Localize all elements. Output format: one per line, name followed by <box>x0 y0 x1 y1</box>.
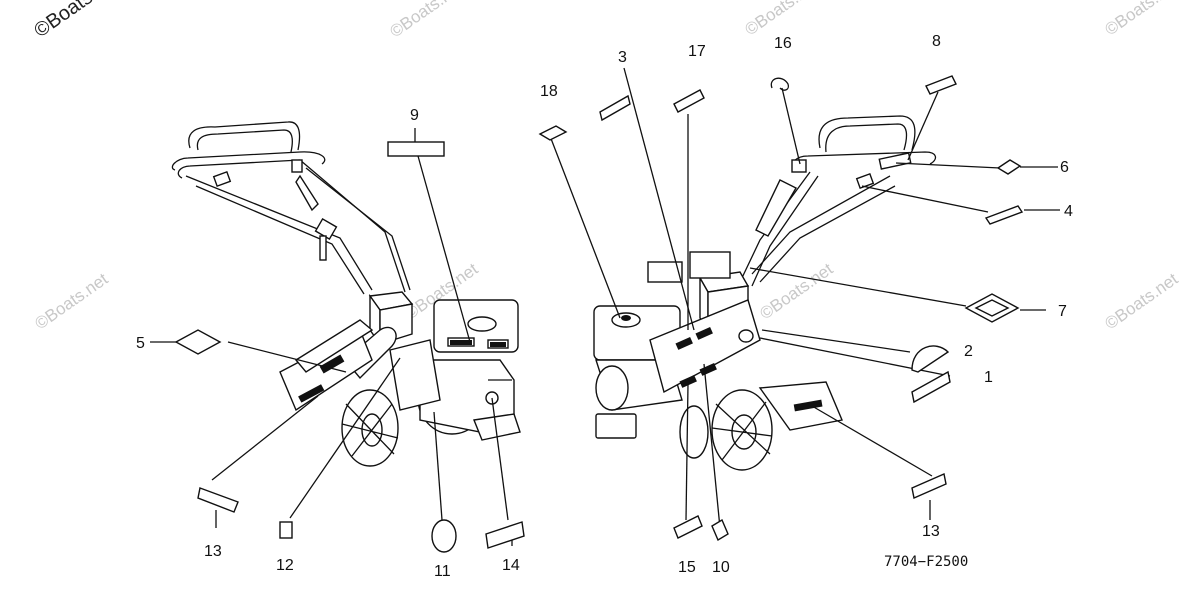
label-part-3 <box>599 94 631 122</box>
callout-13-left: 13 <box>204 543 222 560</box>
label-part-13a <box>197 487 239 513</box>
watermark: ©Boats.net <box>1101 269 1181 333</box>
callout-11: 11 <box>434 563 451 580</box>
label-part-15 <box>673 515 703 539</box>
callout-9: 9 <box>410 107 419 124</box>
watermark: ©Boats.net <box>31 269 111 333</box>
label-part-13b <box>911 473 947 499</box>
callout-2: 2 <box>964 343 973 360</box>
watermark: ©Boats.net <box>741 0 821 39</box>
label-part-17 <box>673 89 705 113</box>
callout-8: 8 <box>932 33 941 50</box>
callout-17: 17 <box>688 43 706 60</box>
callout-18: 18 <box>540 83 558 100</box>
label-part-14 <box>485 521 525 549</box>
label-parts <box>174 75 1024 553</box>
label-part-9 <box>387 141 445 157</box>
label-part-8 <box>925 75 957 95</box>
label-part-10 <box>711 518 729 542</box>
callout-13-right: 13 <box>922 523 940 540</box>
figure-code: 7704−F2500 <box>884 554 968 570</box>
callout-14: 14 <box>502 557 520 574</box>
watermark: ©Boats.net <box>756 259 836 323</box>
leader-lines <box>150 67 1060 546</box>
left-tiller-illustration <box>171 121 521 467</box>
callout-12: 12 <box>276 557 294 574</box>
callout-numbers: 1 2 3 4 5 6 7 8 9 10 11 12 13 13 14 15 1… <box>136 33 1073 580</box>
label-part-11 <box>431 519 457 553</box>
label-part-16 <box>770 77 790 91</box>
callout-5: 5 <box>136 335 145 352</box>
watermark: ©Boats.net <box>386 0 466 41</box>
label-part-1 <box>911 370 951 404</box>
right-tiller-illustration <box>593 115 937 471</box>
callout-3: 3 <box>618 49 627 66</box>
callout-15: 15 <box>678 559 696 576</box>
callout-10: 10 <box>712 559 730 576</box>
callout-16: 16 <box>774 35 792 52</box>
watermark: ©Boats.net <box>1101 0 1181 39</box>
callout-1: 1 <box>984 369 993 386</box>
label-part-18 <box>538 125 568 141</box>
label-part-2 <box>911 345 950 373</box>
callout-4: 4 <box>1064 203 1073 220</box>
label-part-5 <box>174 329 222 355</box>
watermark-corner: ©Boats.net <box>30 0 124 42</box>
label-part-12 <box>279 521 293 539</box>
label-part-7-inner <box>974 299 1010 317</box>
label-part-4 <box>984 205 1024 225</box>
callout-7: 7 <box>1058 303 1067 320</box>
label-part-6 <box>996 159 1022 175</box>
callout-6: 6 <box>1060 159 1069 176</box>
